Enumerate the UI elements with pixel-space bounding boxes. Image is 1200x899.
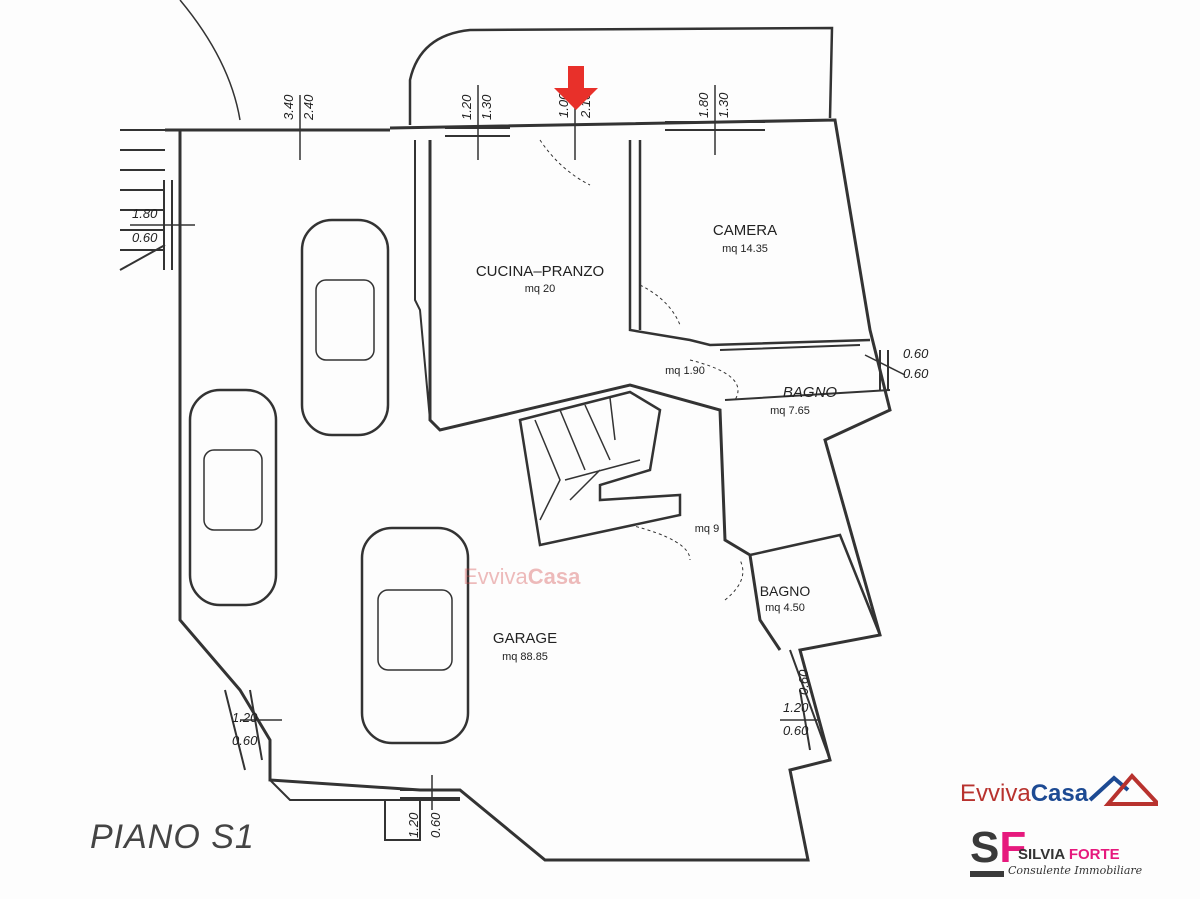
staircase <box>518 390 682 547</box>
entrance-arrow-icon <box>554 66 598 110</box>
agent-name: SILVIA FORTE <box>1018 846 1120 863</box>
room-area: mq 20 <box>525 283 556 295</box>
dimension-label: 3.40 <box>281 94 296 120</box>
agent-last-name: FORTE <box>1068 846 1120 863</box>
dimension-label: 0.60 <box>428 812 443 838</box>
room-area: mq 14.35 <box>722 243 768 255</box>
logo-bar <box>970 871 1004 877</box>
agent-first-name: SILVIA <box>1018 846 1065 863</box>
room-area: mq 7.65 <box>770 405 810 417</box>
dimension-label: 0.60 <box>232 733 258 748</box>
car-icon <box>360 526 470 745</box>
dimension-label: 2.40 <box>301 94 316 121</box>
room-area: mq 9 <box>695 523 719 535</box>
dimension-label: 1.20 <box>232 710 258 725</box>
room-area: mq 4.50 <box>765 602 805 614</box>
logo-text-evviva: Evviva <box>960 780 1031 807</box>
dimension-label: 1.20 <box>783 700 809 715</box>
dimension-label: 1.80 <box>132 206 158 221</box>
evvivacasa-logo: EvvivaCasa <box>960 772 1158 808</box>
car-icon <box>300 218 390 437</box>
watermark-text: Casa <box>527 564 581 589</box>
outer-wall <box>165 118 892 862</box>
door-swing-arc <box>179 0 241 121</box>
logo-text-casa: Casa <box>1030 780 1089 807</box>
dimension-label: 0.60 <box>796 669 811 695</box>
car-icons <box>188 218 470 745</box>
dimension-label: 0.60 <box>783 723 809 738</box>
watermark-text: Evviva <box>463 564 528 589</box>
car-icon <box>188 388 278 607</box>
inner-wall <box>428 140 782 651</box>
room-name-camera: CAMERA <box>713 222 777 239</box>
dimension-label: 0.60 <box>903 346 929 361</box>
dimension-label: 1.20 <box>459 94 474 120</box>
room-area: mq 1.90 <box>665 365 705 377</box>
dimension-label: 1.20 <box>406 812 421 838</box>
house-icon <box>1088 772 1158 806</box>
floor-label: PIANO S1 <box>90 818 255 856</box>
room-name-bagno: BAGNO <box>760 583 811 599</box>
dimension-label: 1.80 <box>696 92 711 118</box>
monogram-s: S <box>970 823 1000 872</box>
silvia-forte-logo: SF SILVIA FORTE Consulente Immobiliare <box>970 826 1170 882</box>
room-area: mq 88.85 <box>502 651 548 663</box>
agent-subtitle: Consulente Immobiliare <box>1008 864 1143 877</box>
door-swing-arc <box>539 139 744 601</box>
dimension-label: 0.60 <box>903 366 929 381</box>
room-name-bagno: BAGNO <box>783 384 838 401</box>
dimension-label: 0.60 <box>132 230 158 245</box>
monogram-f: F <box>999 823 1027 872</box>
sf-monogram: SF <box>970 826 1026 870</box>
terrace-outline <box>408 26 834 125</box>
dimension-label: 1.30 <box>479 94 494 120</box>
room-name-cucina: CUCINA–PRANZO <box>476 263 604 280</box>
watermark-logo: EvvivaCasa <box>463 564 580 590</box>
room-name-garage: GARAGE <box>493 630 557 647</box>
dimension-label: 1.30 <box>716 92 731 118</box>
